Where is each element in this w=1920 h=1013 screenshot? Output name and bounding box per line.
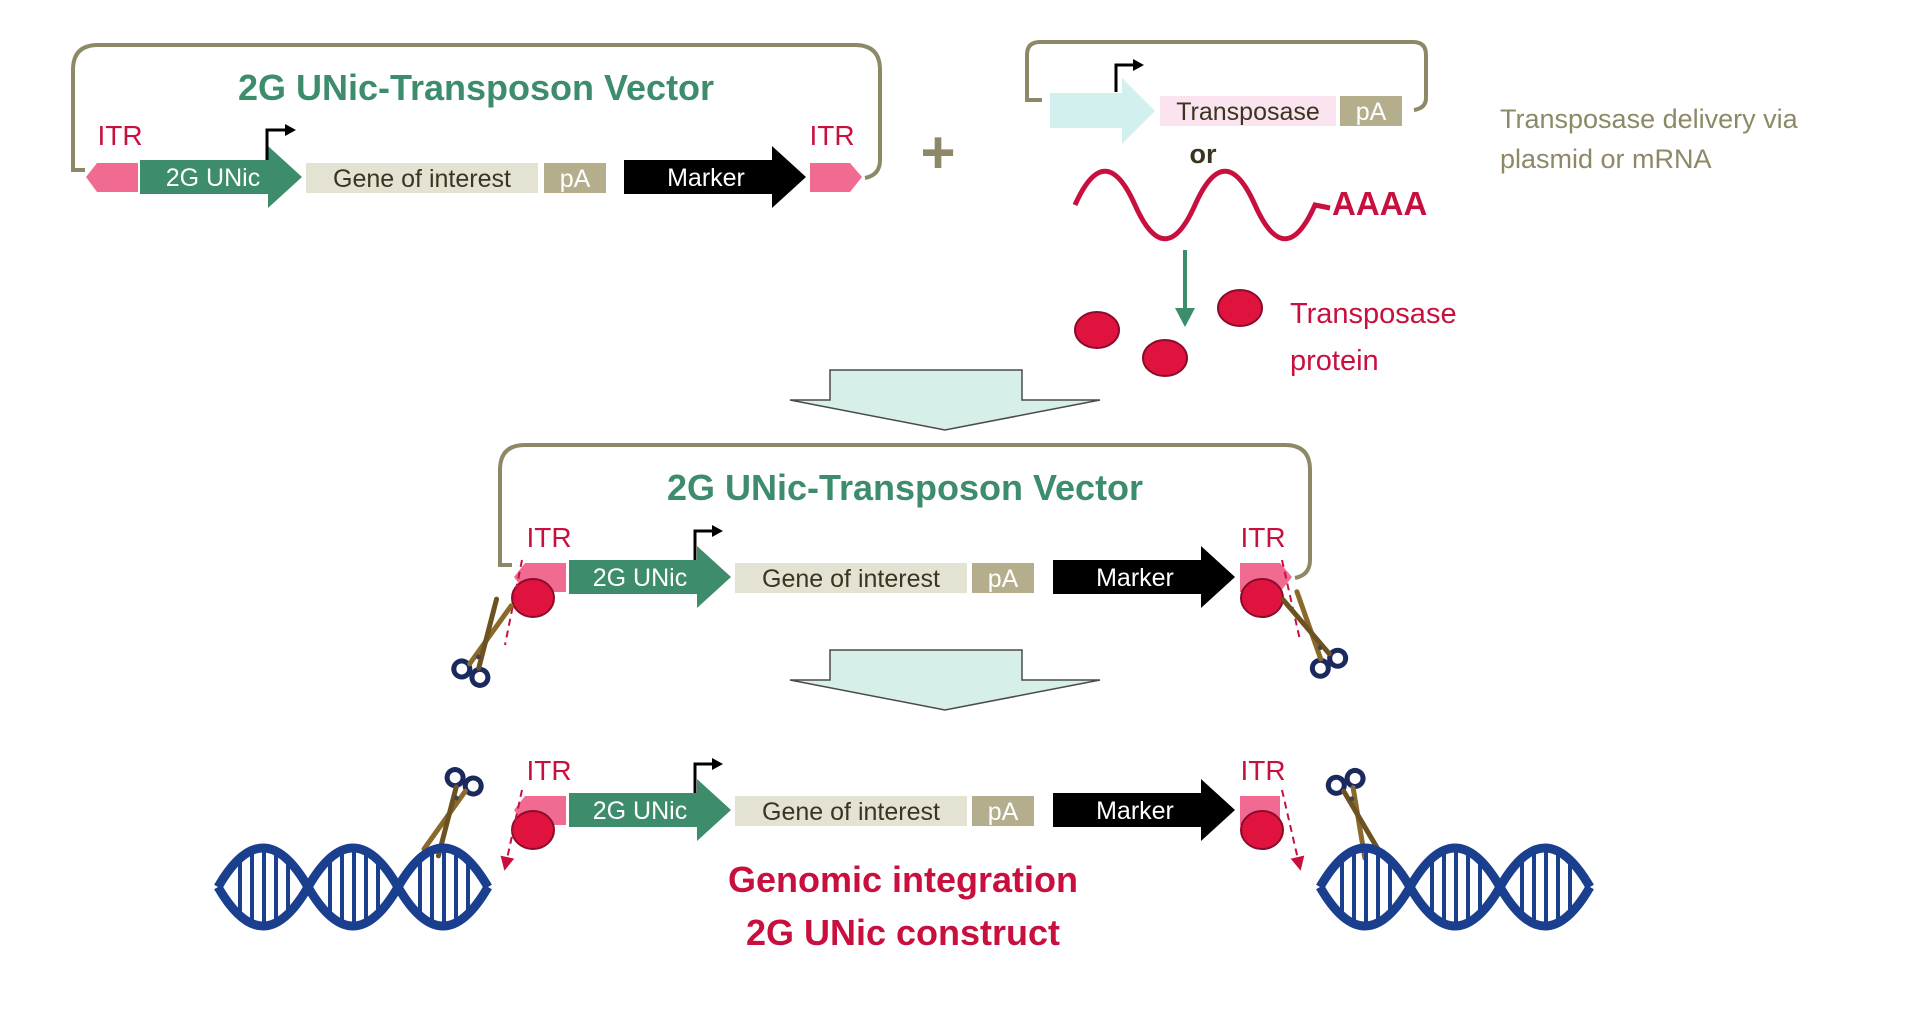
vector2-title: 2G UNic-Transposon Vector — [667, 467, 1143, 508]
integrated-caption-line1: Genomic integration — [728, 859, 1078, 900]
transposase-bound-right — [1240, 810, 1284, 850]
vector1-itr-right-label: ITR — [809, 120, 854, 151]
insert-arrow-right — [1281, 789, 1305, 871]
transposase-promoter-flag — [1114, 63, 1135, 92]
transposase-pa-label: pA — [1356, 98, 1387, 126]
vector2-pa-box — [972, 563, 1034, 593]
flow-arrow-2 — [789, 649, 1101, 711]
vector2-itr-left-label: ITR — [526, 522, 571, 553]
vector1-title: 2G UNic-Transposon Vector — [238, 67, 714, 108]
vector2-plasmid-frame — [498, 443, 1312, 580]
cut-line-right — [1281, 559, 1301, 641]
vector2-marker-label: Marker — [1096, 564, 1174, 592]
integrated-promoter-flag — [693, 762, 714, 793]
insert-arrow-left — [500, 789, 523, 871]
scissors-icon — [451, 595, 520, 688]
transposase-protein-dot — [1217, 289, 1263, 327]
vector1-promoter-label: 2G UNic — [166, 164, 260, 192]
vector2-promoter-flag — [693, 529, 714, 560]
vector2-promoter-flag-head — [712, 525, 723, 537]
vector1-promoter-arrow — [140, 146, 302, 208]
vector1-gene-box — [306, 163, 538, 193]
integrated-promoter-label: 2G UNic — [593, 797, 687, 825]
delivery-note-line2: plasmid or mRNA — [1500, 144, 1712, 174]
transposase-bound-left — [511, 810, 555, 850]
transposase-protein-dot — [1142, 339, 1188, 377]
vector1-gene-label: Gene of interest — [333, 165, 511, 193]
integrated-pa-label: pA — [988, 798, 1019, 826]
integrated-caption-line2: 2G UNic construct — [746, 912, 1060, 953]
integrated-itr-right-label: ITR — [1240, 755, 1285, 786]
vector1-marker-label: Marker — [667, 164, 745, 192]
vector1-pa-box — [544, 163, 606, 193]
vector2-promoter-arrow — [569, 546, 731, 608]
vector1-plasmid-frame — [71, 43, 882, 180]
transposase-bound-left — [511, 578, 555, 618]
integrated-group: ITR 2G UNic Gene of interest pA Marker I… — [218, 755, 1590, 953]
vector1-itr-left-label: ITR — [97, 120, 142, 151]
vector1-itr-left — [86, 163, 138, 192]
integrated-marker-label: Marker — [1096, 797, 1174, 825]
vector1-pa-label: pA — [560, 165, 591, 193]
integrated-marker-arrow — [1053, 779, 1235, 841]
vector2-group: 2G UNic-Transposon Vector ITR 2G UNic Ge… — [451, 443, 1348, 688]
integrated-itr-left-label: ITR — [526, 755, 571, 786]
transposase-pa-box — [1340, 96, 1402, 126]
vector2-marker-arrow — [1053, 546, 1235, 608]
plus-sign: + — [920, 119, 955, 186]
vector2-gene-label: Gene of interest — [762, 565, 940, 593]
flow-arrow-1 — [789, 369, 1101, 431]
scissors-icon — [1274, 587, 1348, 679]
transposase-gene-box — [1160, 96, 1336, 126]
transposase-promoter-arrow — [1050, 78, 1155, 144]
transposase-bound-right — [1240, 578, 1284, 618]
transposase-plasmid-frame — [1025, 40, 1428, 112]
cut-line-left — [504, 559, 523, 646]
mrna-wave — [1072, 169, 1331, 241]
vector2-pa-label: pA — [988, 565, 1019, 593]
vector2-itr-right-label: ITR — [1240, 522, 1285, 553]
transposase-promoter-flag-head — [1133, 59, 1144, 71]
integrated-gene-label: Gene of interest — [762, 798, 940, 826]
transposase-gene-label: Transposase — [1176, 98, 1320, 126]
translation-arrow-head — [1175, 308, 1195, 327]
protein-label-line2: protein — [1290, 345, 1379, 377]
transposase-plasmid-group: Transposase pA — [1025, 40, 1428, 144]
integrated-promoter-arrow — [569, 779, 731, 841]
delivery-note-line1: Transposase delivery via — [1500, 104, 1799, 134]
vector2-gene-box — [735, 563, 967, 593]
integrated-promoter-flag-head — [712, 758, 723, 770]
mrna-polya-tail: AAAA — [1332, 185, 1427, 222]
vector1-marker-arrow — [624, 146, 806, 208]
vector1-group: 2G UNic-Transposon Vector ITR 2G UNic Ge… — [71, 43, 882, 208]
vector2-promoter-label: 2G UNic — [593, 564, 687, 592]
protein-label-line1: Transposase — [1290, 298, 1457, 330]
dna-helix-icon-right — [1320, 848, 1590, 926]
vector1-promoter-flag — [265, 128, 287, 160]
integrated-gene-box — [735, 796, 967, 826]
transposase-protein-dot — [1074, 311, 1120, 349]
vector1-promoter-flag-head — [285, 124, 296, 136]
integrated-pa-box — [972, 796, 1034, 826]
vector1-itr-right — [810, 163, 862, 192]
dna-helix-icon-left — [218, 848, 488, 926]
or-label: or — [1190, 139, 1217, 169]
